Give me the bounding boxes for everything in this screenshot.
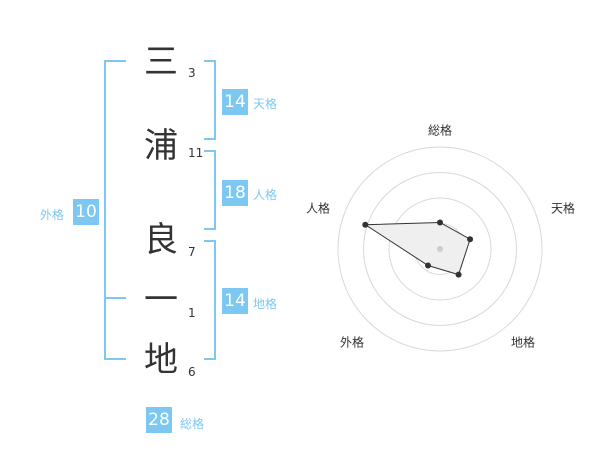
tenkaku-bracket: [204, 60, 216, 140]
radar-center-dot: [437, 246, 443, 252]
jinkaku-value: 18: [222, 180, 248, 206]
radar-point-1: [437, 219, 443, 226]
gaikaku-bracket-divider: [104, 297, 126, 299]
radar-data-shape: [363, 221, 471, 276]
name-char-3: 良: [144, 220, 178, 260]
radar-point-5: [362, 221, 369, 228]
chikaku-value: 14: [222, 288, 248, 314]
chikaku-bracket: [204, 240, 216, 360]
radar-axis-label-gaikaku: 外格: [339, 335, 365, 350]
jinkaku-label: 人格: [253, 188, 278, 202]
radar-axis-label-soukaku: 総格: [427, 123, 453, 138]
soukaku-label: 総格: [180, 417, 205, 431]
name-char-1: 三: [144, 42, 178, 82]
name-char-2: 浦: [144, 126, 178, 166]
radar-point-4: [425, 262, 432, 269]
radar-grid-ring: [363, 172, 517, 326]
stroke-count-1: 3: [188, 66, 196, 80]
name-char-4: 一: [144, 280, 178, 320]
gaikaku-value: 10: [73, 199, 99, 225]
radar-axis-label-chikaku: 地格: [510, 335, 536, 350]
stroke-count-4: 1: [188, 306, 196, 320]
stroke-count-5: 6: [188, 365, 196, 379]
jinkaku-bracket: [204, 150, 216, 230]
radar-grid-ring: [337, 146, 543, 352]
radar-axis-label-jinkaku: 人格: [305, 201, 331, 216]
soukaku-value: 28: [146, 407, 172, 433]
radar-point-2: [467, 236, 474, 243]
radar-grid-ring: [388, 197, 492, 301]
radar-point-3: [455, 271, 462, 278]
stroke-count-2: 11: [188, 146, 204, 160]
radar-axis-label-tenkaku: 天格: [550, 201, 576, 216]
stroke-count-3: 7: [188, 245, 196, 259]
gaikaku-label: 外格: [40, 208, 65, 222]
tenkaku-value: 14: [222, 89, 248, 115]
chikaku-label: 地格: [253, 297, 278, 311]
tenkaku-label: 天格: [253, 97, 278, 111]
name-char-5: 地: [144, 340, 178, 380]
gaikaku-bracket: [104, 60, 126, 360]
